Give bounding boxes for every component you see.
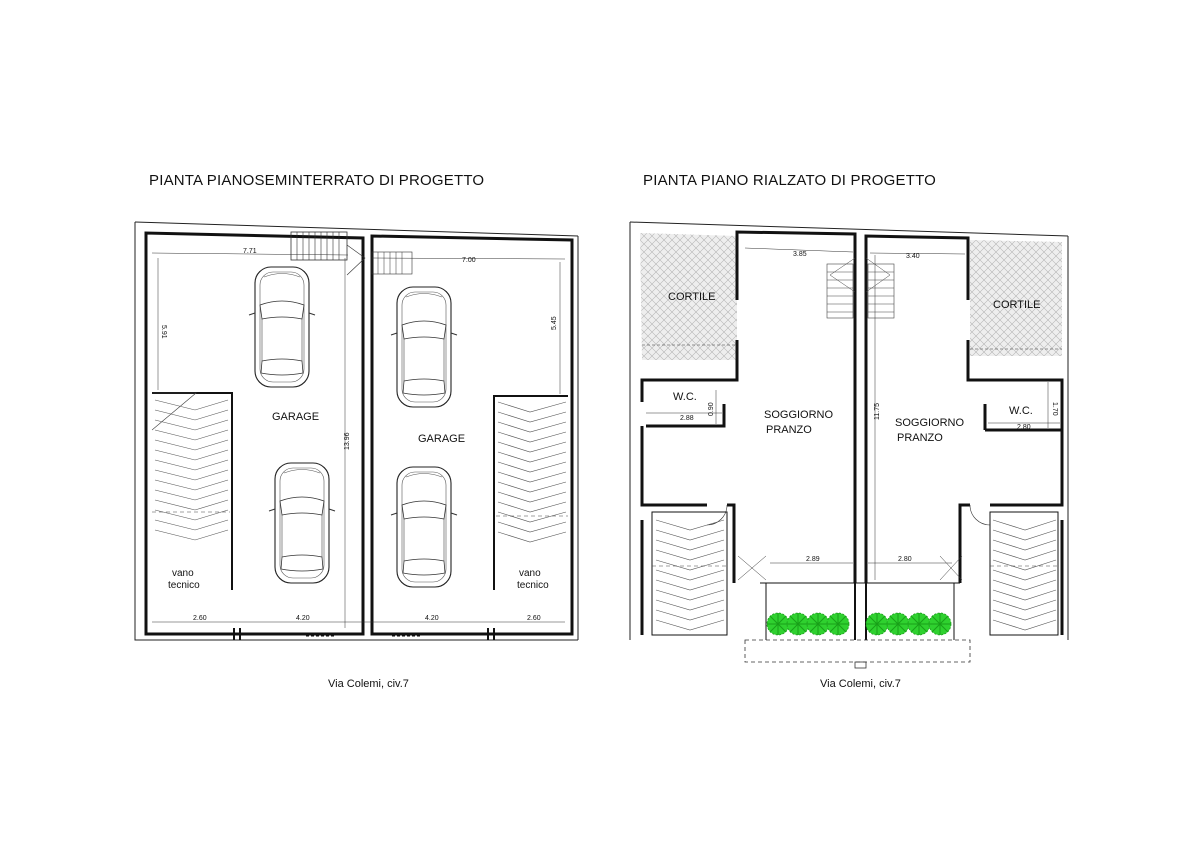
tecnico-label-left: tecnico [168, 580, 200, 591]
wc-label-left: W.C. [673, 391, 697, 403]
dim-right-height: 5.45 [551, 316, 558, 330]
shrub-5 [865, 612, 889, 636]
dim-bottom-a: 2.60 [193, 615, 207, 622]
dim-depth: 11.75 [874, 403, 881, 420]
right-plan-title: PIANTA PIANO RIALZATO DI PROGETTO [643, 172, 937, 189]
shrub-3 [806, 612, 830, 636]
cortile-label-left: CORTILE [668, 291, 715, 303]
shrub-4 [826, 612, 850, 636]
vano-label-left: vano [172, 568, 194, 579]
shrub-8 [928, 612, 952, 636]
dim-total-depth: 13.96 [344, 432, 351, 450]
cortile-label-right: CORTILE [993, 299, 1040, 311]
right-plan: 3.85 3.40 11.75 2.88 0.90 2.80 1.70 2.89… [629, 221, 1069, 669]
left-plan-address: Via Colemi, civ.7 [328, 678, 409, 690]
right-plan-address: Via Colemi, civ.7 [820, 678, 901, 690]
car-bottom-right [390, 466, 458, 588]
car-bottom-left [268, 462, 336, 584]
dim-front-a: 2.89 [806, 556, 820, 563]
dim-wc-w1: 2.88 [680, 415, 694, 422]
tecnico-label-right: tecnico [517, 580, 549, 591]
dim-left-height: 5.91 [160, 325, 167, 339]
vano-label-right: vano [519, 568, 541, 579]
pranzo-label-left: PRANZO [766, 424, 812, 436]
dim-bottom-b: 4.20 [296, 615, 310, 622]
dim-left-top: 7.71 [243, 248, 257, 255]
dim-bottom-c: 4.20 [425, 615, 439, 622]
car-top-left [248, 266, 316, 388]
soggiorno-label-left: SOGGIORNO [764, 409, 834, 421]
dim-wc-w2: 2.80 [1017, 424, 1031, 431]
dim-right-top: 7.00 [462, 257, 476, 264]
shrub-1 [766, 612, 790, 636]
dim-bottom-d: 2.60 [527, 615, 541, 622]
shrub-7 [907, 612, 931, 636]
dim-wc-h1: 0.90 [708, 402, 715, 416]
garage-label-right: GARAGE [418, 433, 465, 445]
garage-label-left: GARAGE [272, 411, 319, 423]
car-top-right [390, 286, 458, 408]
dim-wc-h2: 1.70 [1051, 402, 1058, 416]
shrub-2 [786, 612, 810, 636]
soggiorno-label-right: SOGGIORNO [895, 417, 965, 429]
left-plan: 7.71 7.00 5.91 5.45 13.96 2.60 4.20 4.20… [134, 221, 579, 641]
dim-front-b: 2.80 [898, 556, 912, 563]
dim-top-a: 3.85 [793, 251, 807, 258]
dim-top-b: 3.40 [906, 253, 920, 260]
shrub-6 [886, 612, 910, 636]
left-plan-title: PIANTA PIANOSEMINTERRATO DI PROGETTO [149, 172, 485, 189]
pranzo-label-right: PRANZO [897, 432, 943, 444]
wc-label-right: W.C. [1009, 405, 1033, 417]
